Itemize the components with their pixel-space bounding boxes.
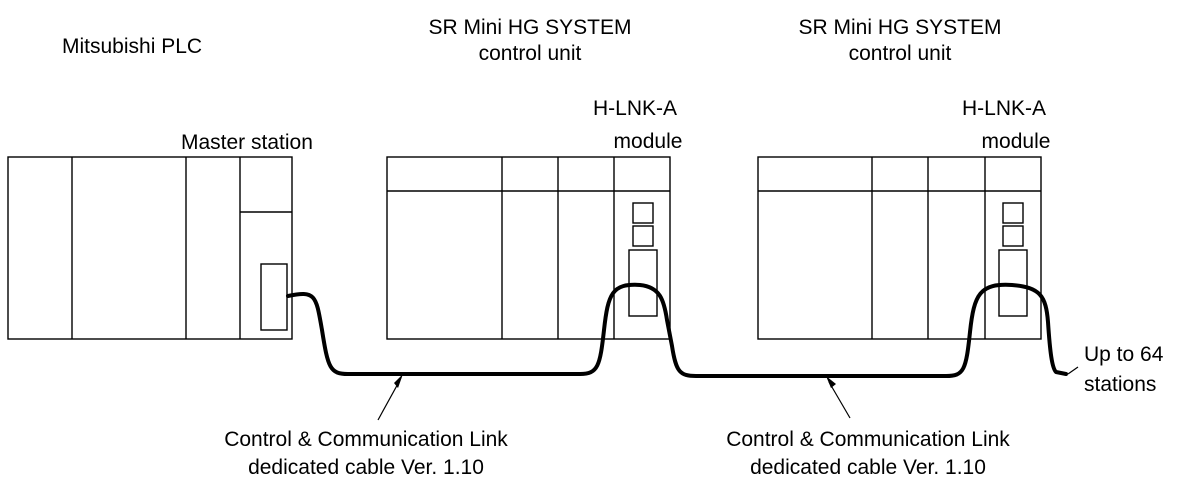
link-cable-segment-2 xyxy=(698,282,1068,378)
control-unit-2-title-line2: control unit xyxy=(849,42,952,65)
module-2-label-line2: module xyxy=(982,130,1051,153)
plc-master-connector xyxy=(260,263,288,331)
plc-unit xyxy=(7,156,293,340)
control-unit-1-title-line2: control unit xyxy=(479,42,582,65)
h-lnk-a-indicator xyxy=(1002,202,1024,224)
control-unit-body xyxy=(757,156,1042,340)
module-2-label-line1: H-LNK-A xyxy=(962,97,1046,120)
plc-body xyxy=(7,156,293,340)
master-station-label: Master station xyxy=(181,131,313,154)
cable-1-label-line1: Control & Communication Link xyxy=(224,428,508,451)
h-lnk-a-indicator xyxy=(632,202,654,224)
cable-2-label-line2: dedicated cable Ver. 1.10 xyxy=(750,456,986,479)
control-unit-1 xyxy=(386,156,671,340)
end-note-line2: stations xyxy=(1084,373,1156,396)
module-1-label-line2: module xyxy=(614,130,683,153)
cable-2-label-line1: Control & Communication Link xyxy=(726,428,1010,451)
end-note-line1: Up to 64 xyxy=(1084,343,1164,366)
control-unit-2 xyxy=(757,156,1042,340)
cable-pointer-arrow-2 xyxy=(826,376,851,419)
control-unit-2-title-line1: SR Mini HG SYSTEM xyxy=(798,16,1001,39)
end-note-leader-line xyxy=(1067,366,1079,375)
link-cable-segment-1 xyxy=(286,282,702,378)
cable-pointer-arrow-1 xyxy=(377,374,403,421)
plc-title: Mitsubishi PLC xyxy=(62,35,202,58)
h-lnk-a-indicator xyxy=(1002,225,1024,247)
cable-1-label-line2: dedicated cable Ver. 1.10 xyxy=(248,456,484,479)
control-unit-body xyxy=(386,156,671,340)
control-unit-1-title-line1: SR Mini HG SYSTEM xyxy=(428,16,631,39)
h-lnk-a-indicator xyxy=(632,225,654,247)
module-1-label-line1: H-LNK-A xyxy=(593,97,677,120)
